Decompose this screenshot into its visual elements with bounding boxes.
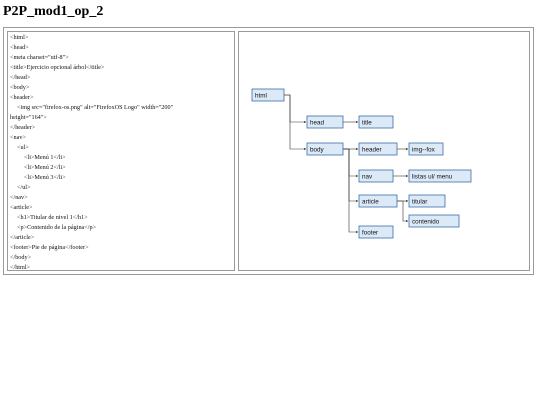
code-line: <li>Menú 3</li> <box>24 174 66 181</box>
tree-node-label: html <box>255 92 267 99</box>
tree-node-label: nav <box>362 173 373 180</box>
content-table: <html> <head> <meta charset="utf-8"> <title… <box>3 27 534 275</box>
code-line: <html> <box>10 34 29 41</box>
code-line: </article> <box>10 234 35 241</box>
code-line: <footer>Pie de página</footer> <box>10 244 89 251</box>
code-line: <img src="firefox-os.png" alt="FirefoxOS… <box>17 104 174 111</box>
tree-node-label: titular <box>412 198 427 205</box>
tree-edge-body-nav <box>343 148 359 178</box>
tree-edge-html-body <box>284 94 307 151</box>
code-line: <header> <box>10 94 34 101</box>
code-line: <nav> <box>10 134 26 141</box>
tree-node-label: article <box>362 198 379 205</box>
tree-edge-body-article <box>343 148 359 203</box>
dom-tree-panel: html head title body header img--fox nav listas… <box>238 31 530 271</box>
code-line: <title>Ejercicio opcional árbol</title> <box>10 64 105 71</box>
tree-node-header: header <box>358 142 398 156</box>
tree-node-label: listas ul/ menu <box>412 173 453 180</box>
code-line: </ul> <box>17 184 31 191</box>
tree-node-listas: listas ul/ menu <box>408 169 472 183</box>
tree-node-contenido: contenido <box>408 214 460 228</box>
tree-node-label: title <box>362 119 372 126</box>
tree-node-label: footer <box>362 229 378 236</box>
code-line: </head> <box>10 74 31 81</box>
tree-node-title: title <box>358 115 394 129</box>
code-line: <article> <box>10 204 33 211</box>
code-line: <li>Menú 1</li> <box>24 154 66 161</box>
code-line: <p>Contenido de la página</p> <box>17 224 97 231</box>
code-line: height="164"> <box>10 114 47 121</box>
tree-node-footer: footer <box>358 225 394 239</box>
tree-node-label: contenido <box>412 218 440 225</box>
tree-node-article: article <box>358 194 398 208</box>
code-line: <ul> <box>17 144 29 151</box>
code-line: <head> <box>10 44 29 51</box>
tree-node-label: img--fox <box>412 146 436 153</box>
tree-node-label: head <box>310 119 325 126</box>
tree-node-label: body <box>310 146 325 153</box>
tree-edge-article-contenido <box>397 200 409 223</box>
tree-node-body: body <box>306 142 344 156</box>
code-line: </nav> <box>10 194 28 201</box>
tree-node-img: img--fox <box>408 142 444 156</box>
code-line: </html> <box>10 264 31 271</box>
code-line: </body> <box>10 254 32 261</box>
html-code-panel: <html> <head> <meta charset="utf-8"> <title… <box>7 31 235 271</box>
tree-edge-html-head <box>284 94 307 124</box>
tree-node-head: head <box>306 115 344 129</box>
code-line: <h1>Titular de nivel 1</h1> <box>17 214 88 221</box>
page-title: P2P_mod1_op_2 <box>3 4 104 19</box>
tree-node-label: header <box>362 146 382 153</box>
tree-node-titular: titular <box>408 194 446 208</box>
code-line: </header> <box>10 124 36 131</box>
tree-node-html: html <box>251 88 285 102</box>
tree-edge-body-footer <box>343 148 359 234</box>
code-line: <li>Menú 2</li> <box>24 164 66 171</box>
code-line: <meta charset="utf-8"> <box>10 54 69 61</box>
code-line: <body> <box>10 84 30 91</box>
dom-tree-diagram: html head title body header img--fox nav listas… <box>251 88 472 239</box>
tree-node-nav: nav <box>358 169 394 183</box>
